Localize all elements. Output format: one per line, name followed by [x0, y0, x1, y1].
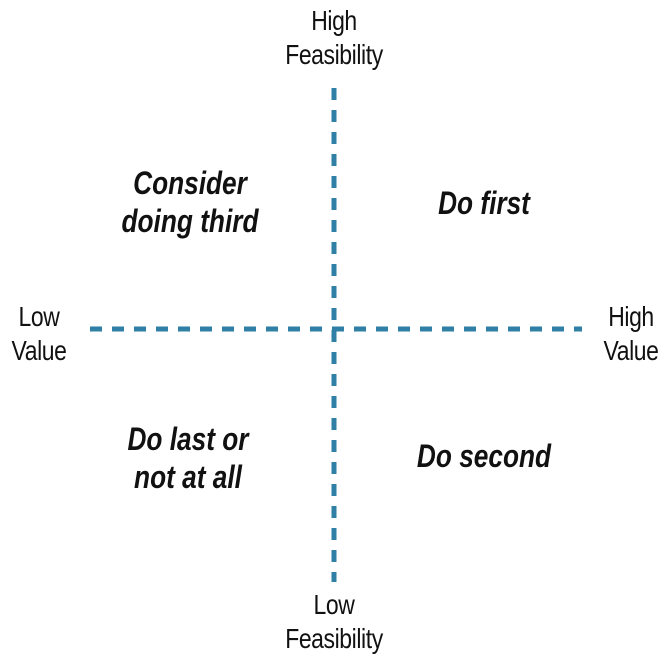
axis-label-low-value: Low Value [7, 300, 71, 368]
quadrant-do-last-or-not-at-all: Do last or not at all [98, 420, 278, 496]
quadrant-label-line: not at all [134, 459, 242, 495]
axis-label-high-feasibility: High Feasibility [264, 4, 403, 72]
axis-label-high-value: High Value [597, 300, 664, 368]
quadrant-do-second: Do second [402, 437, 566, 475]
axis-label-line: High [311, 5, 357, 36]
axis-label-line: Feasibility [285, 623, 383, 654]
quadrant-consider-doing-third: Consider doing third [100, 164, 280, 240]
axis-label-line: Feasibility [285, 39, 383, 70]
axis-label-line: High [608, 301, 654, 332]
quadrant-label-line: doing third [121, 203, 259, 239]
quadrant-do-first: Do first [402, 184, 566, 222]
quadrant-label-line: Do first [438, 185, 530, 221]
quadrant-label-line: Consider [133, 165, 247, 201]
quadrant-label-line: Do last or [127, 421, 249, 457]
axis-label-line: Value [11, 335, 67, 366]
axis-label-line: Low [313, 589, 355, 620]
axis-label-line: Value [603, 335, 659, 366]
axis-label-line: Low [18, 301, 60, 332]
quadrant-label-line: Do second [416, 438, 552, 474]
axis-label-low-feasibility: Low Feasibility [264, 588, 403, 656]
